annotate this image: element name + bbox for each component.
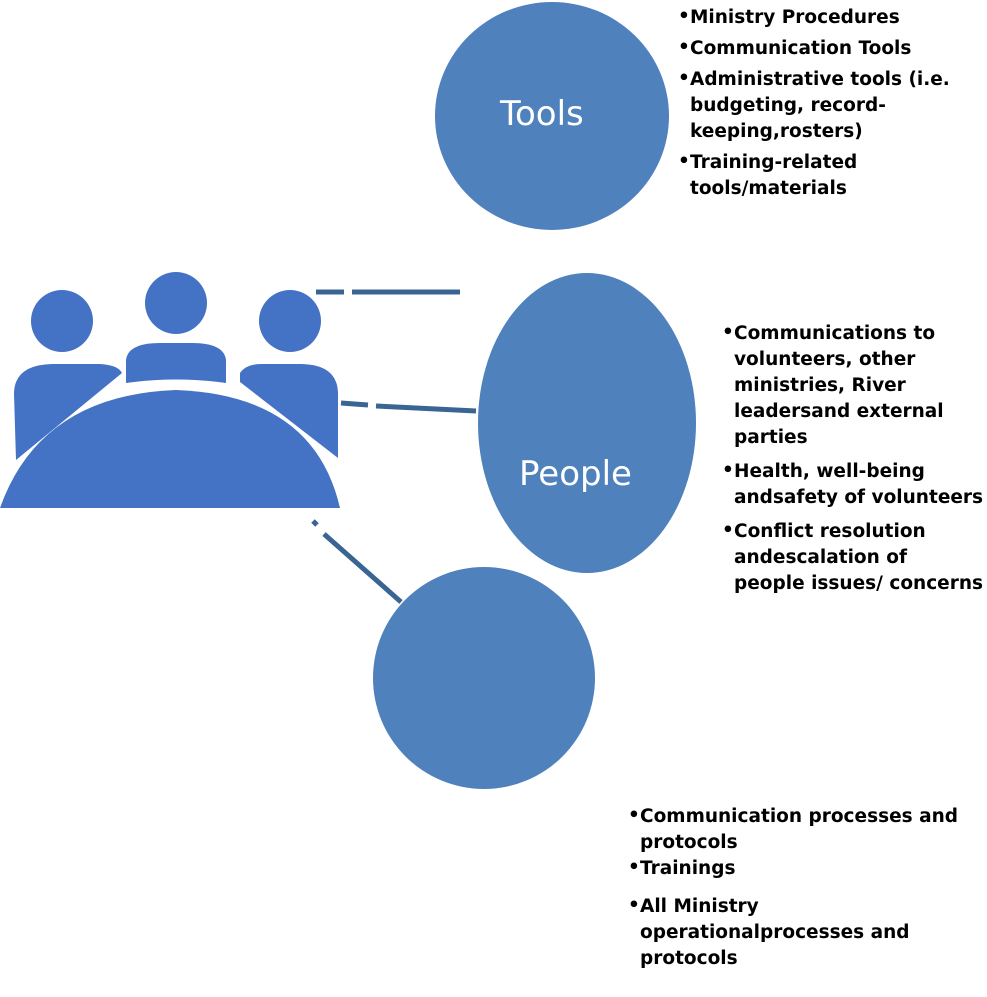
connector-process [311, 519, 319, 527]
list-item: Trainings [628, 855, 968, 882]
list-item: Conflict resolution andescalation of peo… [722, 518, 984, 597]
people-bullet-list: Communications to volunteers, other mini… [722, 320, 984, 597]
tools-circle-label: Tools [500, 94, 584, 134]
connector-people [340, 400, 369, 408]
list-item: Communication Tools [678, 35, 986, 62]
meeting-table-people-icon [0, 272, 340, 508]
list-item: Ministry Procedures [678, 4, 986, 31]
list-item: Training-related tools/materials [678, 149, 986, 202]
list-item: Communications to volunteers, other mini… [722, 320, 984, 451]
list-item: Health, well-being andsafety of voluntee… [722, 458, 984, 511]
people-circle [478, 273, 696, 573]
connector-people-2 [375, 403, 477, 414]
connectors [311, 289, 477, 604]
tools-bullet-list: Ministry Procedures Communication Tools … [678, 4, 986, 202]
list-item: Administrative tools (i.e. budgeting, re… [678, 66, 986, 145]
tools-circle [435, 2, 669, 230]
list-item: All Ministry operationalprocesses and pr… [628, 893, 968, 972]
process-circle [373, 567, 595, 789]
connector-process-2 [322, 532, 403, 604]
people-circle-label: People [519, 454, 632, 494]
list-item: Communication processes and protocols [628, 803, 968, 856]
process-bullet-list: Communication processes and protocols Tr… [628, 803, 968, 972]
